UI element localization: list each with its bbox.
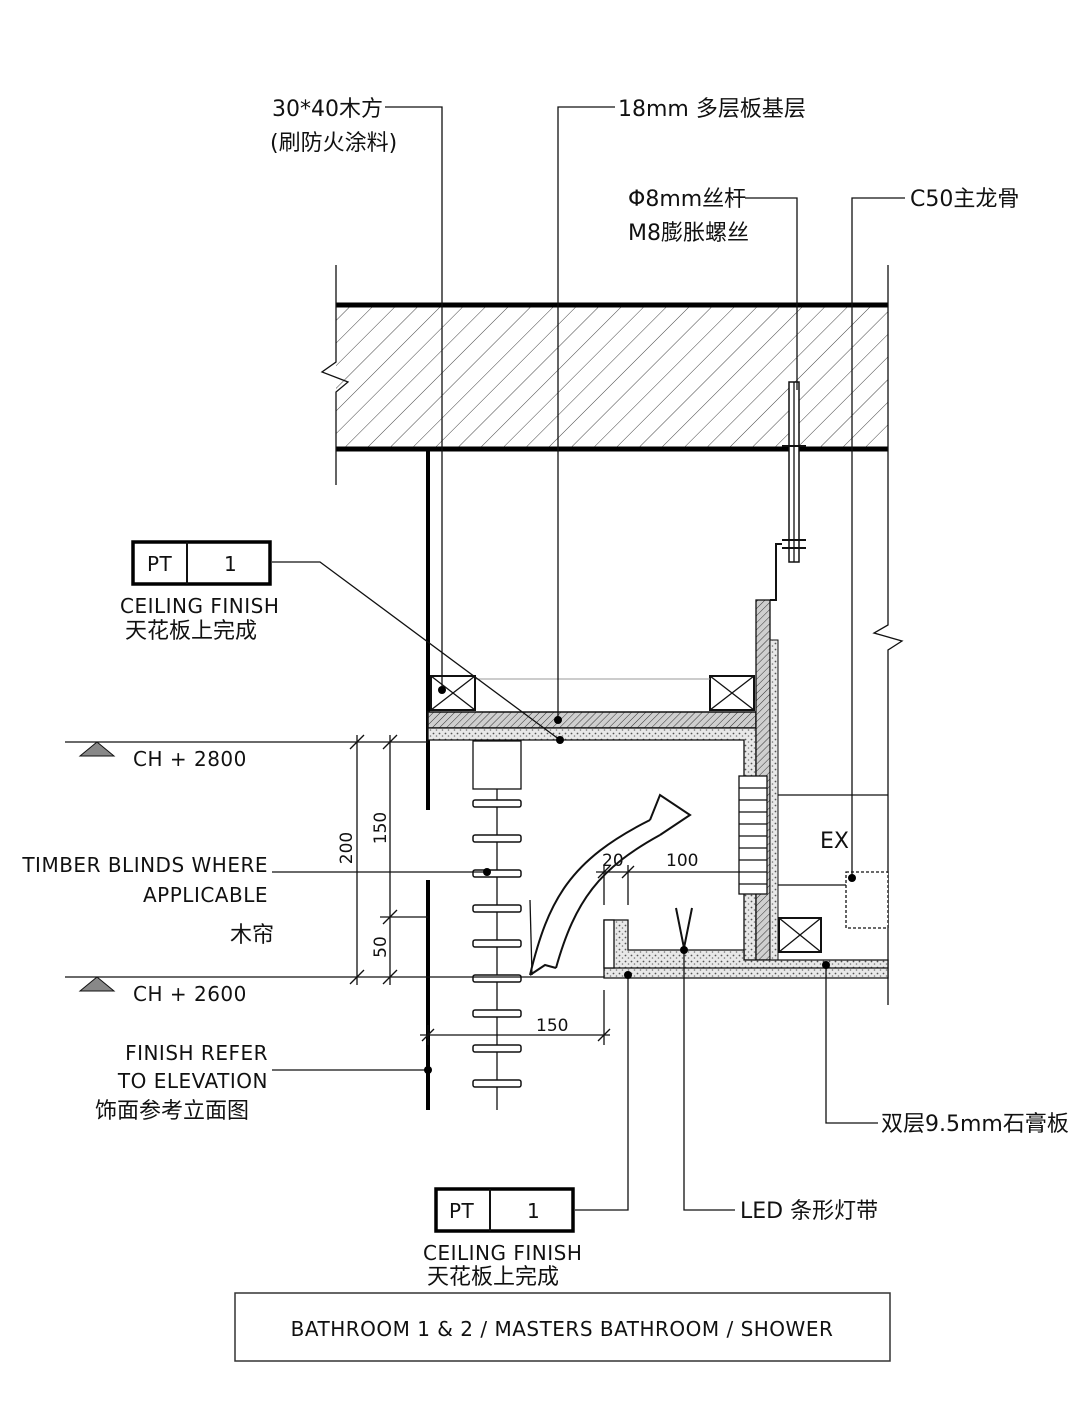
dim-100: 100 bbox=[666, 851, 698, 871]
label-blinds-cn: 木帘 bbox=[230, 923, 274, 948]
tag-2-en: CEILING FINISH bbox=[423, 1241, 582, 1265]
level-markers bbox=[65, 741, 604, 992]
tag-1-code: PT bbox=[147, 552, 173, 576]
label-plywood: 18mm 多层板基层 bbox=[618, 97, 806, 122]
dim-150-horizontal: 150 bbox=[536, 1016, 568, 1036]
finish-tag-2: PT 1 bbox=[434, 1187, 575, 1233]
label-led: LED 条形灯带 bbox=[740, 1199, 878, 1224]
label-finish-en-1: FINISH REFER bbox=[125, 1041, 268, 1065]
label-finish-en-2: TO ELEVATION bbox=[117, 1069, 268, 1093]
timber-blinds bbox=[472, 740, 522, 1110]
label-blinds-en-2: APPLICABLE bbox=[143, 883, 268, 907]
label-bolt: M8膨胀螺丝 bbox=[628, 221, 749, 246]
label-blinds-en-1: TIMBER BLINDS WHERE bbox=[21, 853, 268, 877]
dim-200: 200 bbox=[337, 832, 357, 864]
light-flow-arrow bbox=[529, 793, 692, 976]
tag-2-code: PT bbox=[449, 1199, 475, 1223]
label-timber-batten: 30*40木方 bbox=[272, 97, 383, 122]
finish-tag-1: PT 1 bbox=[131, 540, 272, 586]
level-lower: CH + 2600 bbox=[133, 982, 247, 1006]
title-block: BATHROOM 1 & 2 / MASTERS BATHROOM / SHOW… bbox=[234, 1292, 891, 1362]
dimension-lines bbox=[349, 734, 740, 1045]
tag-2-number: 1 bbox=[527, 1199, 540, 1223]
label-exhaust: EX bbox=[820, 829, 849, 854]
label-finish-cn: 饰面参考立面图 bbox=[95, 1099, 249, 1124]
dim-150-vertical: 150 bbox=[371, 812, 391, 844]
tag-1-number: 1 bbox=[224, 552, 237, 576]
label-timber-batten-note: (刷防火涂料) bbox=[270, 131, 397, 156]
dim-50: 50 bbox=[371, 936, 391, 958]
label-main-keel: C50主龙骨 bbox=[910, 187, 1019, 212]
led-strip-symbol bbox=[675, 907, 693, 949]
tag-1-cn: 天花板上完成 bbox=[125, 619, 257, 644]
leader-lines bbox=[272, 106, 905, 1211]
label-gypsum: 双层9.5mm石膏板 bbox=[881, 1112, 1069, 1137]
drawing-title: BATHROOM 1 & 2 / MASTERS BATHROOM / SHOW… bbox=[291, 1317, 834, 1341]
concrete-slab bbox=[320, 265, 904, 1005]
tag-1-en: CEILING FINISH bbox=[120, 594, 279, 618]
label-rod: Φ8mm丝杆 bbox=[628, 187, 746, 212]
ceiling-construction bbox=[427, 381, 889, 979]
level-upper: CH + 2800 bbox=[133, 747, 247, 771]
tag-2-cn: 天花板上完成 bbox=[427, 1265, 559, 1290]
dim-20: 20 bbox=[602, 851, 624, 871]
